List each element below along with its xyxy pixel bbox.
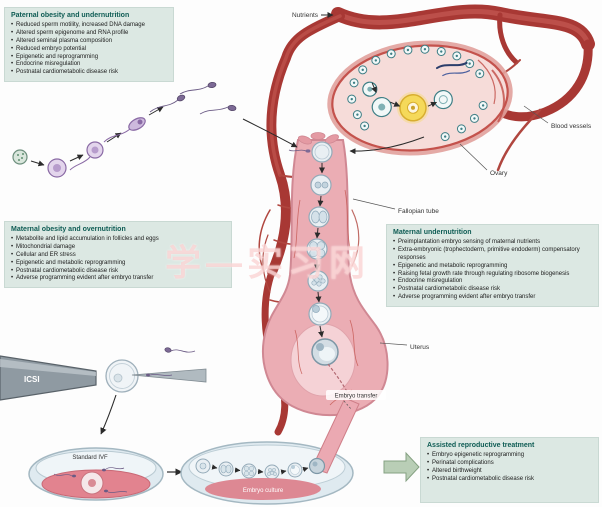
info-item: Epigenetic and metabolic reprogramming [393,263,592,271]
paternal-obesity-title: Paternal obesity and undernutrition [11,12,130,19]
info-item: Endocrine misregulation [11,61,167,69]
info-item: Postnatal cardiometabolic disease risk [11,69,167,77]
info-item: Embryo epigenetic reprogramming [427,452,592,460]
mature-sperm [149,81,237,115]
info-item: Metabolite and lipid accumulation in fol… [11,236,225,244]
art-outcome-arrow [383,451,420,483]
info-item: Endocrine misregulation [393,278,592,286]
info-item: Mitochondrial damage [11,244,225,252]
paternal-obesity-box: Paternal obesity and undernutrition Redu… [4,7,174,82]
info-item: Reduced embryo potential [11,46,167,54]
info-item: Altered sperm epigenome and RNA profile [11,30,167,38]
zygote [310,174,332,196]
assisted-reproductive-treatment-box: Assisted reproductive treatment Embryo e… [420,437,599,503]
icsi-illustration: ICSI [0,347,207,435]
embryo-transfer-label: Embryo transfer [335,394,378,400]
sperm-maturation-sequence [12,81,298,178]
embryo-development-column [288,141,339,366]
ovary-label: Ovary [490,170,508,177]
standard-ivf-label: Standard IVF [72,455,108,461]
ovulation-arrow [349,136,425,155]
info-item: Extra-embryonic (trophectoderm, primitiv… [393,247,592,263]
ovary-vessel-web [477,59,505,123]
info-item: Adverse programming evident after embryo… [393,294,592,302]
info-item: Altered seminal plasma composition [11,38,167,46]
maternal-obesity-list: Metabolite and lipid accumulation in fol… [11,236,225,283]
paternal-obesity-list: Reduced sperm motility, increased DNA da… [11,22,167,77]
embryo-culture-dish: Embryo culture [180,363,360,505]
maternal-undernutrition-list: Preimplantation embryo sensing of matern… [393,239,592,301]
maternal-undernutrition-box: Maternal undernutrition Preimplantation … [386,224,599,307]
info-item: Postnatal cardiometabolic disease risk [393,286,592,294]
morula [307,270,329,292]
two-cell-embryo [308,206,330,228]
standard-ivf-dish: Standard IVF [28,447,164,501]
ovary-illustration [327,40,513,156]
figure-labels: Nutrients Blood vessels Ovary Fallopian … [292,12,592,411]
info-item: Adverse programming evident after embryo… [11,275,225,283]
icsi-label: ICSI [24,375,40,384]
art-list: Embryo epigenetic reprogrammingPerinatal… [427,452,592,483]
info-item: Epigenetic and reprogramming [11,54,167,62]
info-item: Epigenetic and metabolic reprogramming [11,260,225,268]
implanting-blastocyst [311,338,339,366]
info-item: Reduced sperm motility, increased DNA da… [11,22,167,30]
embryo-culture-label: Embryo culture [243,488,284,494]
fertilization-egg [288,141,333,163]
four-cell-embryo [306,238,328,260]
ivf-sperm [53,467,128,493]
info-item: Cellular and ER stress [11,252,225,260]
primordial-follicles [347,44,488,142]
info-item: Postnatal cardiometabolic disease risk [427,476,592,484]
maternal-obesity-box: Maternal obesity and overnutrition Metab… [4,221,232,289]
blood-vessels-label: Blood vessels [551,123,592,130]
info-item: Preimplantation embryo sensing of matern… [393,239,592,247]
info-item: Altered birthweight [427,468,592,476]
info-item: Perinatal complications [427,460,592,468]
maternal-undernutrition-title: Maternal undernutrition [393,229,472,236]
ovary-vein [435,61,471,77]
fallopian-tube-label: Fallopian tube [398,208,439,215]
nutrients-label: Nutrients [292,12,319,19]
info-item: Raising fetal growth rate through regula… [393,271,592,279]
maternal-obesity-title: Maternal obesity and overnutrition [11,226,126,233]
blastocyst [308,302,332,326]
info-item: Postnatal cardiometabolic disease risk [11,268,225,276]
art-title: Assisted reproductive treatment [427,442,535,449]
uterus-label: Uterus [410,344,430,351]
